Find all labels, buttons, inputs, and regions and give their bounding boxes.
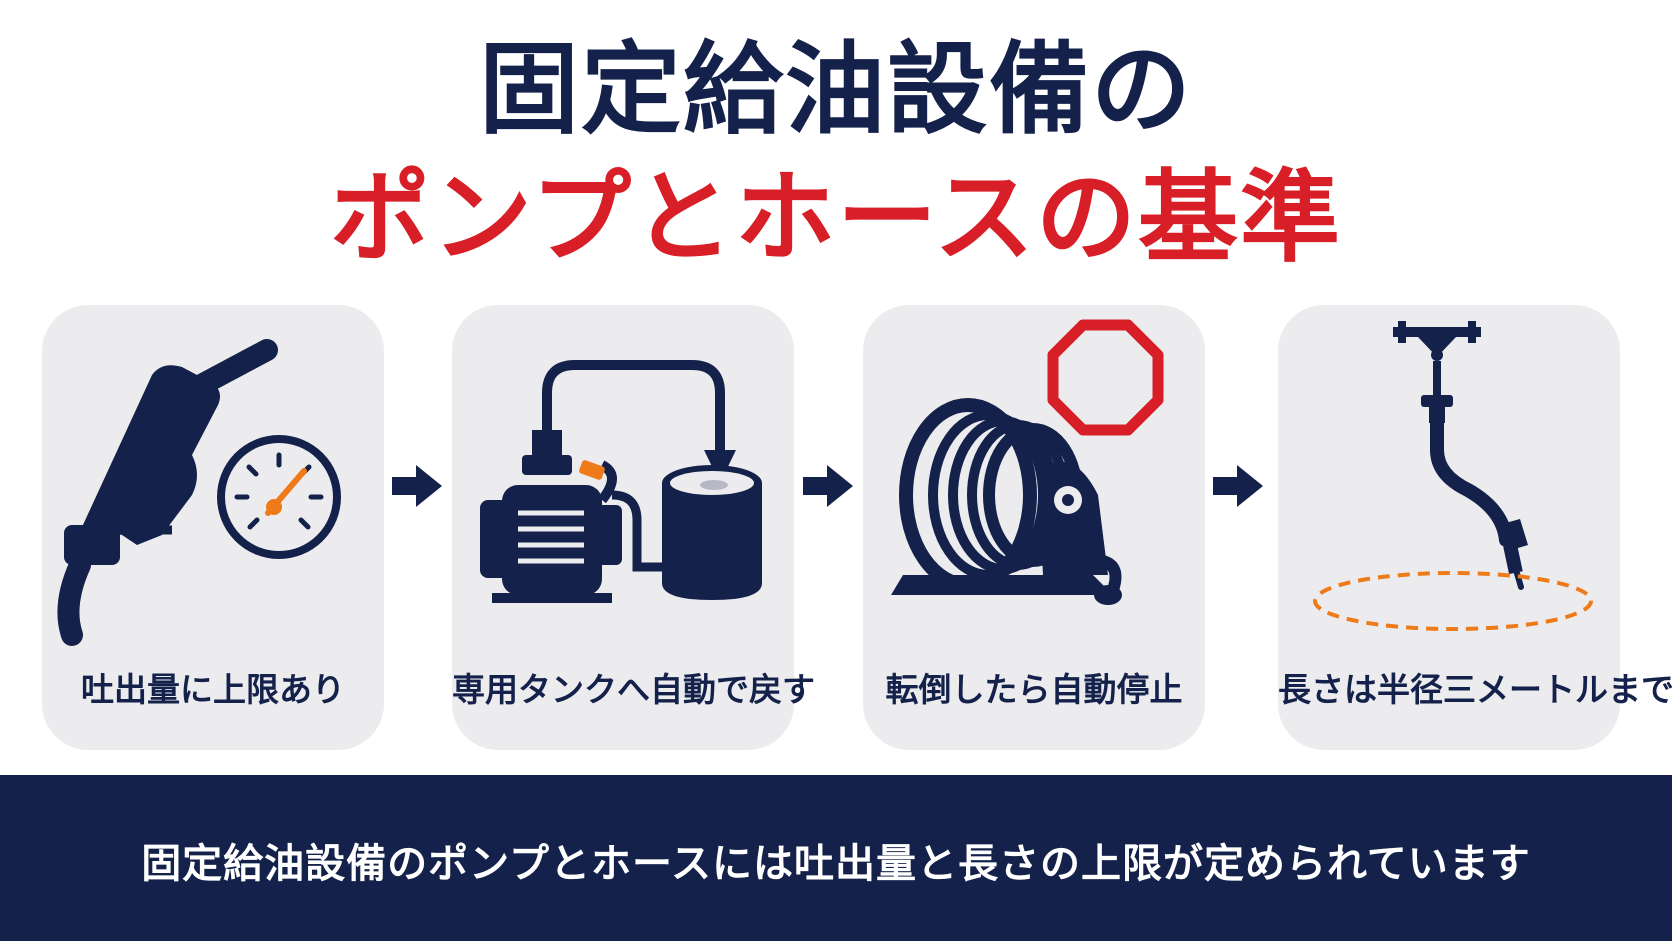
footer-text: 固定給油設備のポンプとホースには吐出量と長さの上限が定められています	[141, 841, 1531, 887]
step-label: 長さは半径三メートルまで	[1278, 670, 1672, 709]
stop-sign-icon	[1047, 319, 1164, 436]
step-label: 転倒したら自動停止	[885, 670, 1183, 709]
fuel-nozzle-icon	[57, 339, 341, 646]
arrow-right-icon	[803, 465, 853, 507]
hanging-hose-icon	[1313, 321, 1593, 631]
title-line-1: 固定給油設備の	[479, 31, 1193, 148]
radius-circle-icon	[1313, 571, 1593, 631]
hose-reel-icon	[891, 319, 1164, 605]
gauge-icon	[217, 435, 341, 559]
step-card-return-to-tank: 専用タンクへ自動で戻す	[452, 305, 815, 750]
step-card-discharge-limit: 吐出量に上限あり	[42, 305, 384, 750]
pump-icon	[480, 360, 762, 603]
step-label: 専用タンクへ自動で戻す	[452, 670, 815, 709]
step-card-auto-stop: 転倒したら自動停止	[863, 305, 1205, 750]
arrow-right-icon	[1213, 465, 1263, 507]
arrow-right-icon	[392, 465, 442, 507]
step-card-length-limit: 長さは半径三メートルまで	[1278, 305, 1672, 750]
footer-banner: 固定給油設備のポンプとホースには吐出量と長さの上限が定められています	[0, 775, 1672, 941]
tank-icon	[662, 465, 762, 600]
title-line-2: ポンプとホースの基準	[330, 159, 1342, 276]
step-label: 吐出量に上限あり	[81, 670, 345, 709]
